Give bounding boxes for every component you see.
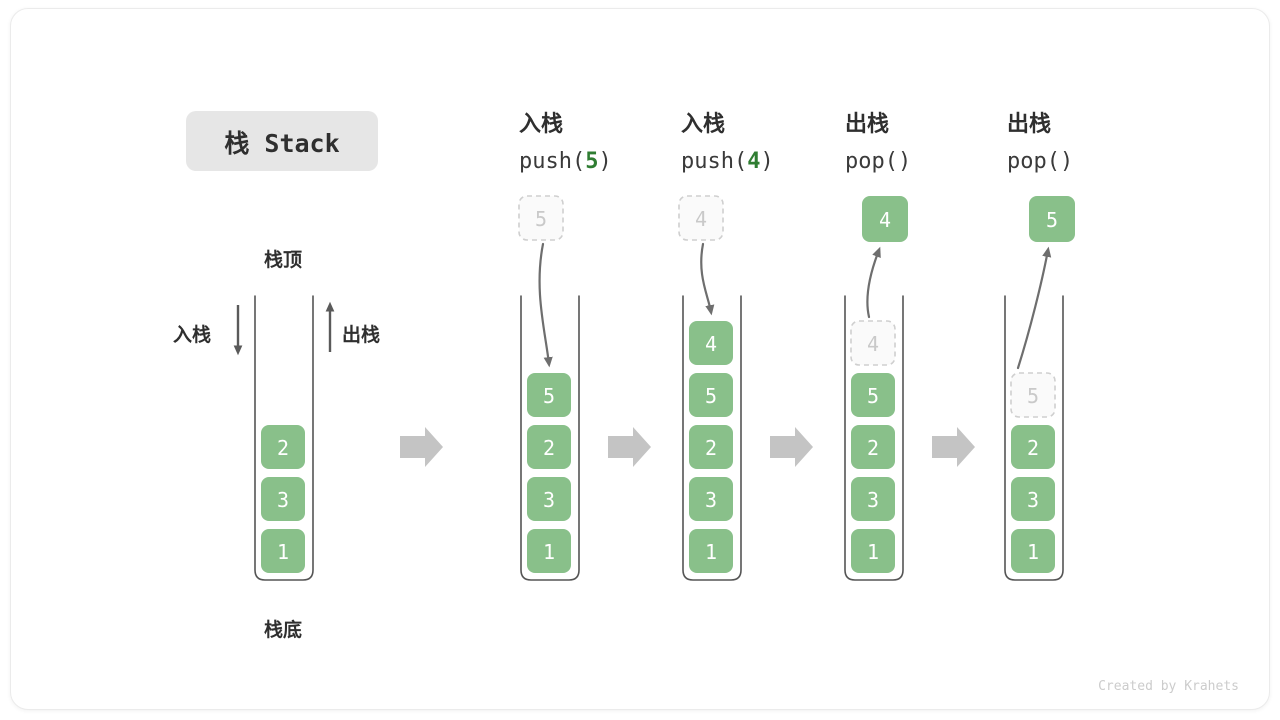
stack-cell: 5 [689, 373, 733, 417]
pop-motion-arrow [1016, 246, 1052, 370]
code-arg: 5 [585, 149, 598, 174]
code-prefix: push( [519, 149, 585, 174]
code-arg: 4 [747, 149, 760, 174]
stack-cell-value: 3 [543, 488, 555, 512]
code-suffix: ) [1060, 149, 1073, 174]
pop-motion-arrow [866, 246, 881, 319]
stack-cell: 2 [527, 425, 571, 469]
code-prefix: pop( [1007, 149, 1060, 174]
stack-cell-value: 1 [867, 540, 879, 564]
title-badge-label: 栈 Stack [224, 129, 339, 158]
push-side-label: 入栈 [173, 323, 211, 346]
column-heading-code: push(4) [681, 149, 774, 174]
stack-cell-value: 3 [1027, 488, 1039, 512]
stack-cell-value: 1 [1027, 540, 1039, 564]
column-heading-cjk: 出栈 [845, 111, 889, 136]
stack-cells-pop-5: 2 3 1 [1011, 425, 1055, 573]
code-suffix: ) [598, 149, 611, 174]
ghost-cell-value: 5 [1027, 384, 1039, 408]
stack-cell: 2 [689, 425, 733, 469]
flow-arrow-4 [932, 427, 975, 467]
code-prefix: push( [681, 149, 747, 174]
stack-cells-initial: 2 3 1 [261, 425, 305, 573]
popped-value-cell-5: 5 [1029, 196, 1075, 242]
stack-cell: 3 [527, 477, 571, 521]
column-heading-code: pop() [845, 149, 911, 174]
credit-label: Created by Krahets [1098, 679, 1239, 694]
code-suffix: ) [760, 149, 773, 174]
stack-cell-value: 1 [277, 540, 289, 564]
stack-bottom-label: 栈底 [264, 618, 302, 641]
stack-cell: 1 [1011, 529, 1055, 573]
stack-cells-pop-4: 5 2 3 1 [851, 373, 895, 573]
stack-cell-value: 1 [543, 540, 555, 564]
stack-cell-value: 2 [277, 436, 289, 460]
push-motion-arrow [700, 242, 715, 316]
stack-cell: 3 [851, 477, 895, 521]
popped-value: 4 [879, 208, 891, 232]
stack-cell: 3 [261, 477, 305, 521]
stack-cell-value: 2 [1027, 436, 1039, 460]
stack-cell: 5 [851, 373, 895, 417]
stack-cell-value: 3 [277, 488, 289, 512]
column-heading-cjk: 入栈 [519, 111, 563, 136]
popped-value: 5 [1046, 208, 1058, 232]
stack-cell: 1 [261, 529, 305, 573]
stack-cell-value: 5 [543, 384, 555, 408]
push-motion-arrow [538, 242, 553, 368]
ghost-cell-value: 5 [535, 207, 547, 231]
column-heading-cjk: 出栈 [1007, 111, 1051, 136]
pop-side-label: 出栈 [342, 323, 380, 346]
flow-arrow-2 [608, 427, 651, 467]
stack-cell-value: 3 [867, 488, 879, 512]
column-pop-4: 出栈 pop() 4 4 5 2 [844, 111, 911, 581]
code-prefix: pop( [845, 149, 898, 174]
stack-cell-value: 2 [705, 436, 717, 460]
ghost-cell-value: 4 [695, 207, 707, 231]
column-push-5: 入栈 push(5) 5 5 2 [518, 111, 612, 581]
stack-cell: 4 [689, 321, 733, 365]
stack-cell: 2 [261, 425, 305, 469]
ghost-cell-pop-4: 4 [850, 320, 896, 366]
column-pop-5: 出栈 pop() 5 5 2 3 [1004, 111, 1075, 581]
stack-cell-value: 3 [705, 488, 717, 512]
ghost-cell-push-4: 4 [678, 195, 724, 241]
stack-cell: 1 [689, 529, 733, 573]
ghost-cell-push-5: 5 [518, 195, 564, 241]
stack-cell: 2 [1011, 425, 1055, 469]
column-heading-code: push(5) [519, 149, 612, 174]
stack-cells-push-5: 5 2 3 1 [527, 373, 571, 573]
popped-value-cell-4: 4 [862, 196, 908, 242]
column-heading-code: pop() [1007, 149, 1073, 174]
column-initial: 栈顶 栈底 入栈 出栈 2 3 1 [173, 248, 380, 641]
stack-cell-value: 1 [705, 540, 717, 564]
ghost-cell-pop-5: 5 [1010, 372, 1056, 418]
stack-cell-value: 5 [867, 384, 879, 408]
stack-cell: 1 [527, 529, 571, 573]
ghost-cell-value: 4 [867, 332, 879, 356]
code-suffix: ) [898, 149, 911, 174]
flow-arrow-3 [770, 427, 813, 467]
stack-cell: 3 [1011, 477, 1055, 521]
stack-cell-value: 2 [867, 436, 879, 460]
column-heading-cjk: 入栈 [681, 111, 725, 136]
stack-top-label: 栈顶 [264, 248, 302, 271]
stack-container-initial [254, 295, 314, 581]
stack-cell: 5 [527, 373, 571, 417]
stack-cell: 3 [689, 477, 733, 521]
title-badge: 栈 Stack [186, 111, 378, 171]
stack-cell: 2 [851, 425, 895, 469]
stack-cell-value: 5 [705, 384, 717, 408]
stack-cell-value: 2 [543, 436, 555, 460]
column-push-4: 入栈 push(4) 4 4 5 [678, 111, 774, 581]
stack-cell: 1 [851, 529, 895, 573]
flow-arrow-1 [400, 427, 443, 467]
stack-cells-push-4: 4 5 2 3 1 [689, 321, 733, 573]
stack-cell-value: 4 [705, 332, 717, 356]
